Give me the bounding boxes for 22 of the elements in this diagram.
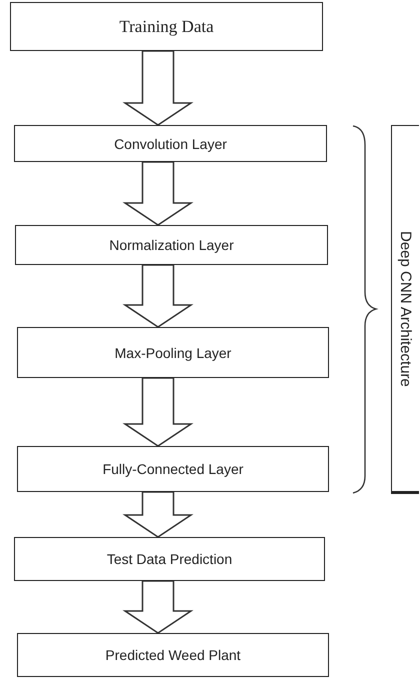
block-arrow xyxy=(122,580,194,634)
box-label: Fully-Connected Layer xyxy=(102,461,244,477)
process-box xyxy=(17,327,329,378)
process-box xyxy=(17,446,329,492)
box-label: Convolution Layer xyxy=(114,136,227,152)
box-label: Deep CNN Architecture xyxy=(397,230,414,386)
box-label: Test Data Prediction xyxy=(106,551,232,567)
group-label-box xyxy=(391,125,419,494)
box-label: Normalization Layer xyxy=(109,237,234,253)
block-arrow xyxy=(122,377,194,447)
box-label: Training Data xyxy=(119,16,214,36)
process-box xyxy=(14,537,325,581)
process-box xyxy=(15,225,328,265)
box-label: Max-Pooling Layer xyxy=(114,344,232,360)
block-arrow xyxy=(122,50,194,126)
block-arrow xyxy=(122,491,194,538)
block-arrow xyxy=(122,264,194,328)
process-box xyxy=(10,2,323,51)
process-box xyxy=(17,633,329,677)
block-arrow xyxy=(122,161,194,226)
box-label: Predicted Weed Plant xyxy=(105,647,241,663)
process-box xyxy=(14,125,327,162)
